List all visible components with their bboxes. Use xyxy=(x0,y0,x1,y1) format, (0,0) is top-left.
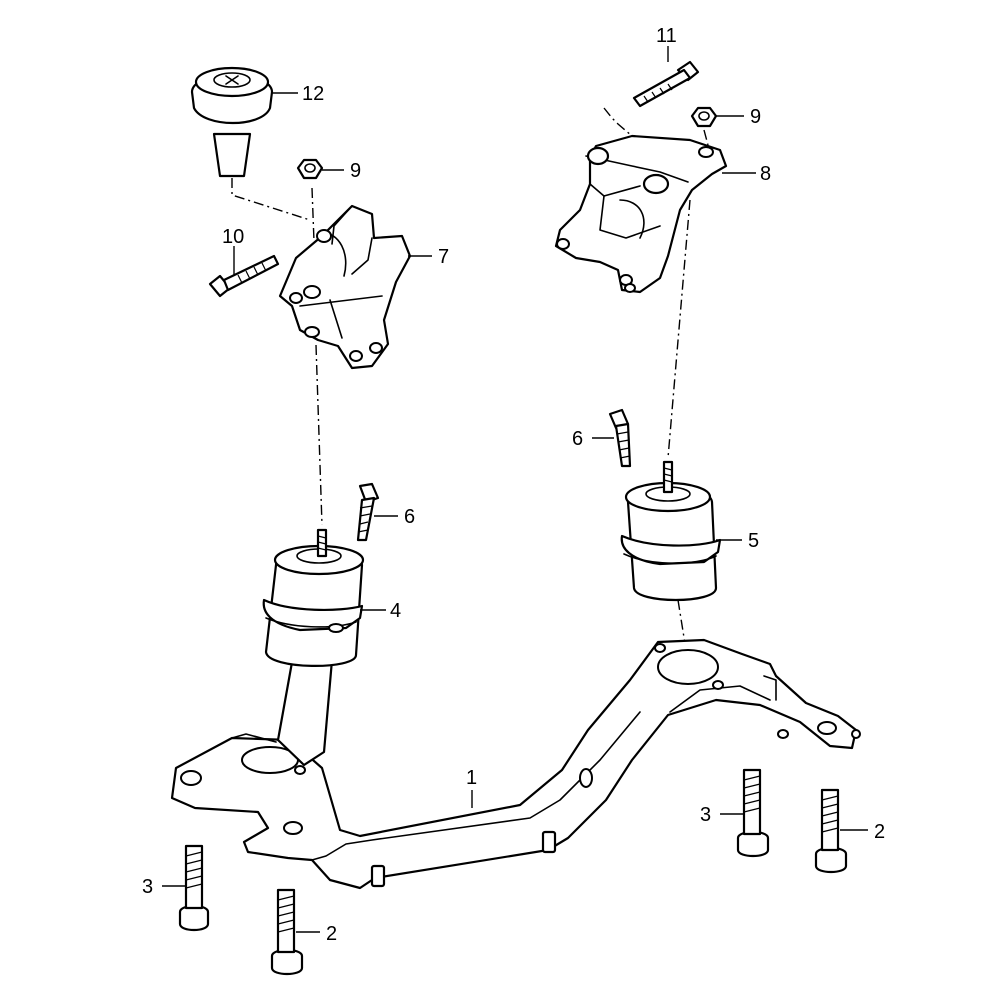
bolt-2-left xyxy=(270,888,304,976)
cap-12 xyxy=(190,66,274,178)
bolt-6-left xyxy=(356,482,380,542)
bolt-3-right xyxy=(736,768,770,858)
callout-9-right: 9 xyxy=(750,106,761,128)
bolt-2-right xyxy=(814,788,848,874)
callout-4: 4 xyxy=(390,600,401,622)
callout-3-right: 3 xyxy=(700,804,711,826)
bolt-6-right xyxy=(608,408,632,468)
nut-9-left xyxy=(296,158,324,180)
callout-1: 1 xyxy=(466,767,477,789)
callout-labels: 1 2 2 3 3 4 5 6 6 7 8 9 9 10 11 12 xyxy=(142,25,885,945)
callout-5: 5 xyxy=(748,530,759,552)
callout-9-left: 9 xyxy=(350,160,361,182)
engine-mount-right xyxy=(620,460,722,602)
subframe xyxy=(170,638,861,890)
nut-9-right xyxy=(690,106,718,128)
bolt-3-left xyxy=(178,844,210,932)
callout-2-left: 2 xyxy=(326,923,337,945)
callout-12: 12 xyxy=(302,83,324,105)
callout-3-left: 3 xyxy=(142,876,153,898)
callout-6-right: 6 xyxy=(572,428,583,450)
callout-2-right: 2 xyxy=(874,821,885,843)
callout-11: 11 xyxy=(656,25,677,47)
engine-mount-left xyxy=(262,528,365,767)
callout-6-left: 6 xyxy=(404,506,415,528)
callout-10: 10 xyxy=(222,226,244,248)
bracket-left xyxy=(278,204,412,370)
callout-8: 8 xyxy=(760,163,771,185)
bracket-right xyxy=(554,134,728,294)
bolt-10 xyxy=(208,254,280,298)
callout-7: 7 xyxy=(438,246,449,268)
bolt-11 xyxy=(632,60,700,108)
leader-lines xyxy=(162,46,868,933)
